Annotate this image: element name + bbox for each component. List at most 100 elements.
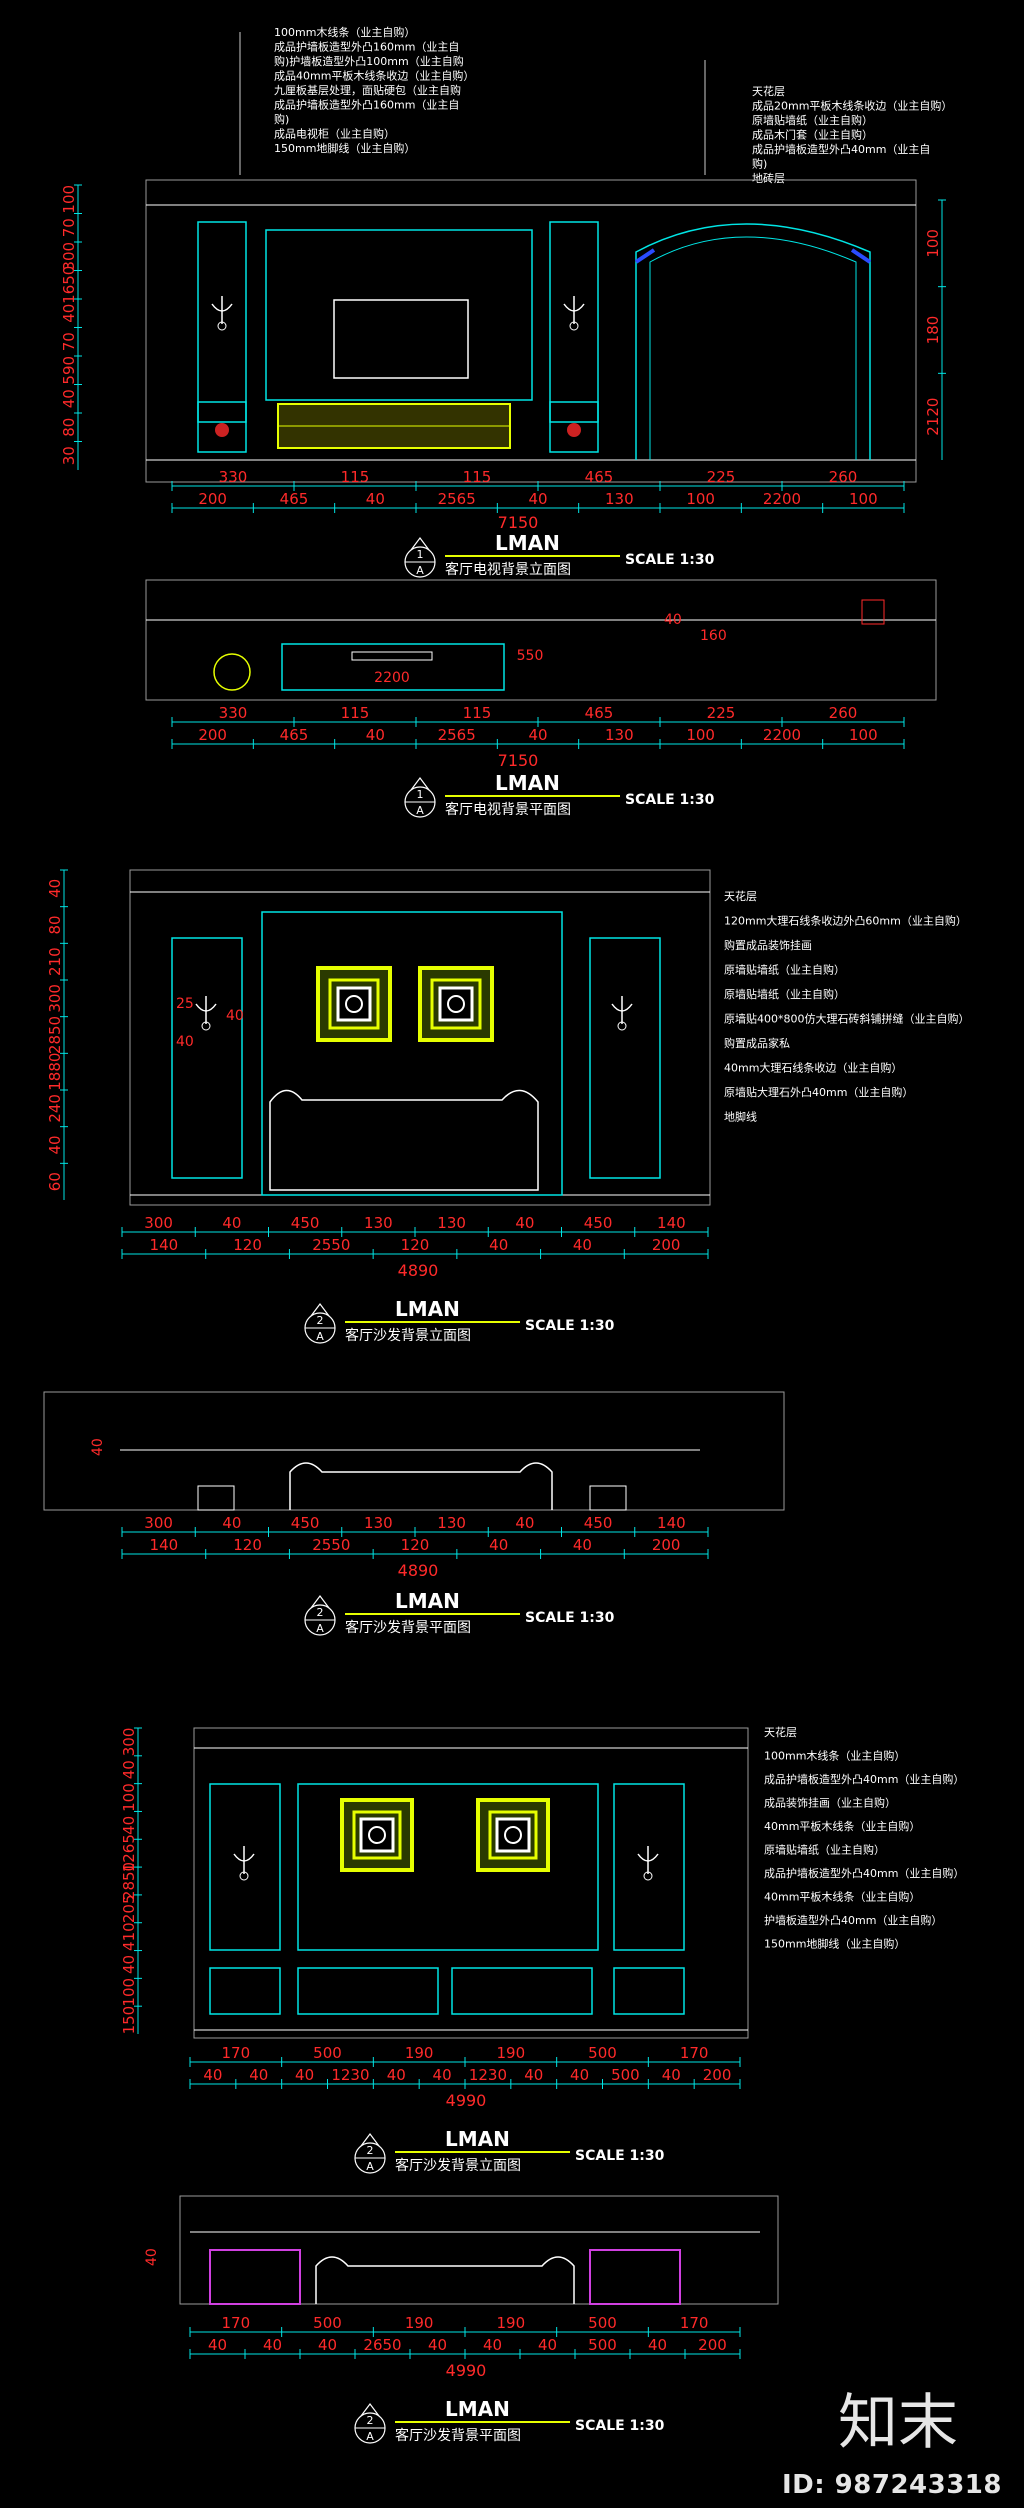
callout-label: 原墙贴墙纸（业主自购） — [752, 113, 873, 127]
dimension-label: 190 — [497, 2044, 526, 2062]
drawing-title-sub: 客厅沙发背景平面图 — [395, 2427, 521, 2444]
callouts-right: 天花层120mm大理石线条收边外凸60mm（业主自购）购置成品装饰挂画原墙贴墙纸… — [724, 890, 970, 1124]
dimension-label: 120 — [401, 1536, 430, 1554]
dimension-label: 2565 — [438, 726, 476, 744]
dimension-label-vertical: 100 — [120, 1783, 138, 1812]
frame-inner — [430, 978, 482, 1030]
dimension-label: 40 — [489, 1236, 508, 1254]
archway-corner-right — [850, 248, 872, 264]
sconce-arm — [637, 1853, 659, 1862]
dimension-label: 465 — [585, 468, 614, 486]
dimension-label: 200 — [198, 726, 227, 744]
badge-arrow-icon — [360, 2403, 380, 2417]
badge-letter: A — [416, 804, 424, 817]
sofa-plan — [315, 2256, 575, 2304]
dimension-label: 260 — [829, 704, 858, 722]
drawing-scale: SCALE 1:30 — [525, 1610, 615, 1626]
inner-dimension: 25 — [176, 996, 194, 1012]
dimension-label-vertical: 30 — [60, 446, 78, 465]
sofa-plan — [289, 1462, 553, 1510]
dimension-label-vertical: 100 — [60, 185, 78, 214]
callout-label: 天花层 — [764, 1726, 797, 1739]
frame-medallion — [345, 995, 363, 1013]
badge-arrow-icon — [360, 2133, 380, 2147]
dimension-label: 225 — [707, 704, 736, 722]
badge-number: 2 — [317, 1314, 324, 1327]
dimension-label: 40 — [570, 2066, 589, 2084]
dimension-label: 100 — [686, 726, 715, 744]
dimension-label: 330 — [219, 704, 248, 722]
dimension-label-vertical: 1650 — [60, 266, 78, 304]
decorative-frame — [418, 966, 494, 1042]
dimension-label: 130 — [605, 490, 634, 508]
dimension-label: 40 — [538, 2336, 557, 2354]
tv-screen — [333, 299, 469, 379]
section-sofa-elevation-2: 天花层100mm木线条（业主自购）成品护墙板造型外凸40mm（业主自购）成品装饰… — [120, 1726, 964, 2174]
callout-label: 100mm木线条（业主自购） — [274, 25, 415, 39]
plan-cabinet-left — [209, 2249, 301, 2305]
decorative-frame — [476, 1798, 550, 1872]
dimension-label: 500 — [611, 2066, 640, 2084]
drawing-scale: SCALE 1:30 — [525, 1318, 615, 1334]
dimension-label: 465 — [280, 490, 309, 508]
callout-label: 成品20mm平板木线条收边（业主自购） — [752, 99, 952, 113]
dimension-label: 190 — [497, 2314, 526, 2332]
sconce-arm — [611, 1003, 633, 1012]
callout-label: 购)护墙板造型外凸100mm（业主自购 — [274, 54, 464, 68]
callout-label: 成品护墙板造型外凸40mm（业主自购） — [764, 1772, 964, 1786]
dimension-label-vertical: 590 — [60, 356, 78, 385]
callout-label: 120mm大理石线条收边外凸60mm（业主自购） — [724, 914, 967, 928]
dimension-label: 200 — [652, 1236, 681, 1254]
dimension-label: 465 — [585, 704, 614, 722]
dimension-label: 140 — [657, 1214, 686, 1232]
drawing-title-main: LMAN — [445, 2397, 510, 2421]
badge-letter: A — [366, 2160, 374, 2173]
frame-center — [359, 1817, 395, 1853]
dimension-label: 40 — [387, 2066, 406, 2084]
dimension-label-vertical: 40 — [120, 1955, 138, 1974]
side-panel-right — [549, 221, 599, 423]
dimension-label: 2550 — [312, 1536, 350, 1554]
dimension-label: 450 — [584, 1514, 613, 1532]
dimension-label: 130 — [364, 1214, 393, 1232]
dimension-label: 40 — [203, 2066, 222, 2084]
frame-medallion — [368, 1826, 386, 1844]
dimension-label: 200 — [198, 490, 227, 508]
dimension-label: 100 — [849, 726, 878, 744]
dimension-label-vertical: 180 — [924, 316, 942, 345]
callout-label: 原墙贴墙纸（业主自购） — [764, 1843, 885, 1857]
drawing-title-sub: 客厅沙发背景平面图 — [345, 1619, 471, 1636]
dimension-label: 120 — [401, 1236, 430, 1254]
watermark-brand: 知末 — [838, 2388, 958, 2458]
dimension-label-vertical: 2120 — [924, 398, 942, 436]
sconce-base — [569, 321, 579, 331]
callout-label: 成品装饰挂画（业主自购） — [764, 1796, 896, 1810]
dimension-label: 200 — [698, 2336, 727, 2354]
badge-arrow-icon — [410, 777, 430, 791]
wall-outline — [145, 179, 917, 483]
badge-letter: A — [316, 1622, 324, 1635]
dimension-label: 450 — [584, 1214, 613, 1232]
drawing-scale: SCALE 1:30 — [575, 2418, 665, 2434]
dimension-label: 170 — [680, 2044, 709, 2062]
callout-label: 成品木门套（业主自购） — [752, 128, 873, 142]
callout-label: 购) — [752, 157, 767, 171]
wall-outline — [193, 1727, 749, 2039]
dimension-label: 130 — [437, 1514, 466, 1532]
decorative-frame — [340, 1798, 414, 1872]
dimension-label-vertical: 40 — [60, 304, 78, 323]
callout-label: 成品40mm平板木线条收边（业主自购） — [274, 69, 474, 83]
dimension-label-vertical: 70 — [60, 332, 78, 351]
drawing-scale: SCALE 1:30 — [625, 792, 715, 808]
